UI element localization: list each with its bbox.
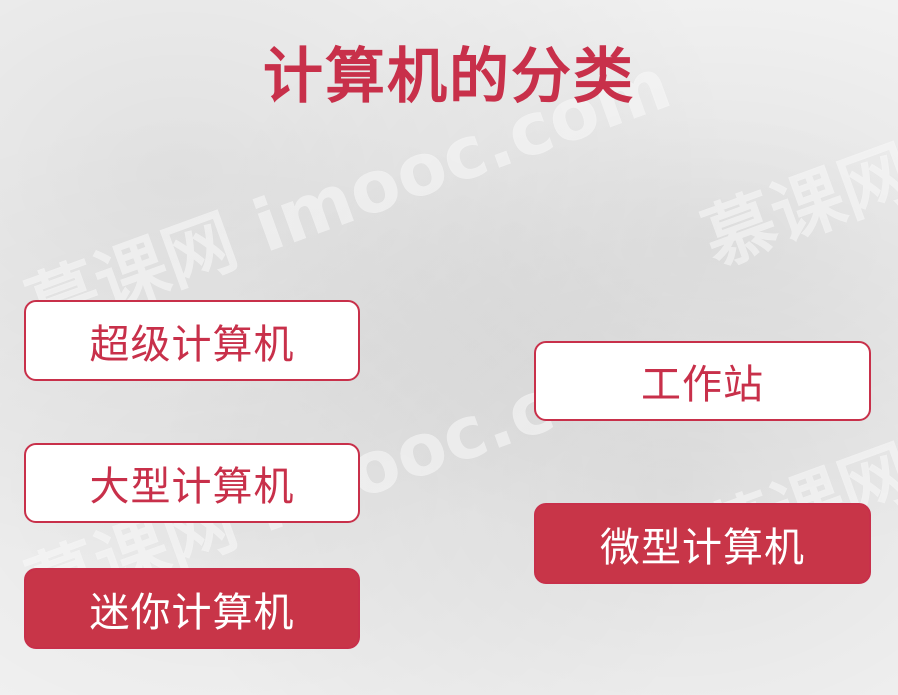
category-mainframe: 大型计算机 [24, 443, 360, 523]
slide-title: 计算机的分类 [263, 42, 635, 112]
category-label: 迷你计算机 [89, 589, 295, 636]
category-microcomputer: 微型计算机 [534, 503, 871, 584]
category-supercomputer: 超级计算机 [24, 300, 360, 381]
category-label: 工作站 [641, 362, 764, 408]
category-label: 大型计算机 [89, 464, 295, 510]
category-label: 超级计算机 [89, 321, 295, 368]
category-minicomputer: 迷你计算机 [24, 568, 360, 649]
category-label: 微型计算机 [600, 524, 805, 571]
category-workstation: 工作站 [534, 341, 871, 421]
